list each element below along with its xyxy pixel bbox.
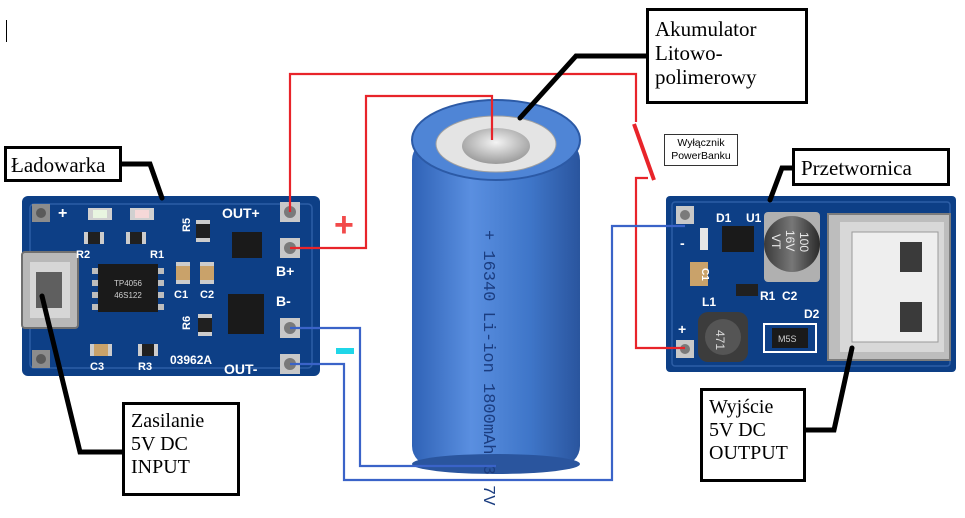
label-supply-line-2: 5V DC: [131, 433, 188, 455]
comp-r3: R3: [138, 361, 152, 373]
pin-label-out-minus: OUT-: [224, 361, 258, 377]
inductor-value: 471: [713, 330, 727, 350]
polarity-minus-mark: [336, 348, 354, 354]
pin-label-out-plus: OUT+: [222, 205, 260, 221]
power-switch: [632, 123, 656, 181]
battery-print: + 16340 Li-ion 1800mAh 3.7V -: [478, 230, 497, 518]
wire-b-minus-to-battery: [290, 326, 496, 468]
comp-c3: C3: [90, 361, 104, 373]
cap-series: VT: [769, 234, 783, 250]
label-charger-text: Ładowarka: [11, 153, 106, 177]
leader-converter: [767, 165, 797, 203]
label-output-line-3: OUTPUT: [709, 442, 788, 464]
schottky-diode: M5S: [763, 323, 817, 353]
chip-marking-1: TP4056: [114, 279, 143, 288]
text-cursor: [6, 20, 7, 42]
polarity-plus-mark: +: [334, 206, 354, 244]
label-supply: Zasilanie 5V DC INPUT: [122, 402, 240, 496]
conv-r1: R1: [760, 289, 776, 303]
leader-lines: [39, 53, 855, 455]
label-output-line-2: 5V DC: [709, 419, 766, 441]
converter-board: 100 16V VT 471 M5S D1 U1 R1 C2 L1 D2 C1: [666, 196, 956, 372]
conv-d2: D2: [804, 307, 820, 321]
cap-voltage: 16V: [783, 230, 797, 251]
leader-charger: [117, 161, 165, 201]
charger-board: TP4056 46S122 OUT+ B+ B-: [21, 196, 320, 377]
label-converter: Przetwornica: [792, 148, 950, 186]
label-switch: Wyłącznik PowerBanku: [664, 134, 738, 166]
diode-code: M5S: [778, 334, 797, 344]
pin-label-b-plus: B+: [276, 263, 294, 279]
conv-d1: D1: [716, 211, 732, 225]
label-battery-line-2: Litowo-: [655, 41, 723, 66]
comp-c2: C2: [200, 289, 214, 301]
conv-pin-plus: +: [678, 321, 686, 337]
leader-supply: [39, 293, 127, 455]
charger-chip: TP4056 46S122: [92, 264, 164, 312]
battery-positive-terminal: [462, 128, 530, 164]
label-battery-line-1: Akumulator: [655, 17, 757, 41]
wire-b-plus-to-battery: [290, 94, 494, 250]
label-supply-line-1: Zasilanie: [131, 410, 205, 432]
conv-c2: C2: [782, 289, 798, 303]
pin-label-b-minus: B-: [276, 293, 291, 309]
inductor: 471: [698, 312, 748, 362]
label-battery-line-3: polimerowy: [655, 65, 757, 90]
leader-battery: [517, 53, 651, 121]
label-battery: Akumulator Litowo- polimerowy: [646, 8, 808, 104]
electrolytic-capacitor: 100 16V VT: [764, 212, 820, 282]
comp-r1: R1: [150, 249, 164, 261]
label-output: Wyjście 5V DC OUTPUT: [700, 388, 806, 482]
usb-a-port: [827, 213, 951, 361]
chip-marking-2: 46S122: [114, 291, 142, 300]
wire-switch-to-converter-plus: [634, 176, 685, 350]
comp-c1: C1: [174, 289, 188, 301]
charger-plus-mark: +: [58, 205, 67, 222]
wire-out-plus-to-switch: [288, 72, 638, 212]
label-charger: Ładowarka: [4, 146, 122, 182]
label-output-line-1: Wyjście: [709, 396, 774, 418]
wires: [288, 72, 685, 482]
cap-value: 100: [797, 232, 811, 252]
label-converter-text: Przetwornica: [801, 156, 912, 180]
wire-out-minus-to-converter: [290, 224, 685, 482]
conv-pin-minus: -: [680, 235, 685, 251]
label-switch-line-1: Wyłącznik: [677, 137, 725, 149]
battery-cell: + 16340 Li-ion 1800mAh 3.7V -: [411, 99, 581, 518]
conv-l1: L1: [702, 295, 716, 309]
micro-usb-port: [21, 251, 79, 329]
leader-output: [801, 345, 855, 433]
label-supply-line-3: INPUT: [131, 456, 190, 478]
conv-u1: U1: [746, 211, 762, 225]
comp-r6: R6: [181, 316, 193, 330]
battery-body: [412, 140, 580, 466]
comp-r5: R5: [181, 218, 193, 232]
board-code: 03962A: [170, 353, 212, 367]
label-switch-line-2: PowerBanku: [671, 150, 731, 162]
comp-r2: R2: [76, 249, 90, 261]
conv-c1: C1: [699, 268, 710, 281]
